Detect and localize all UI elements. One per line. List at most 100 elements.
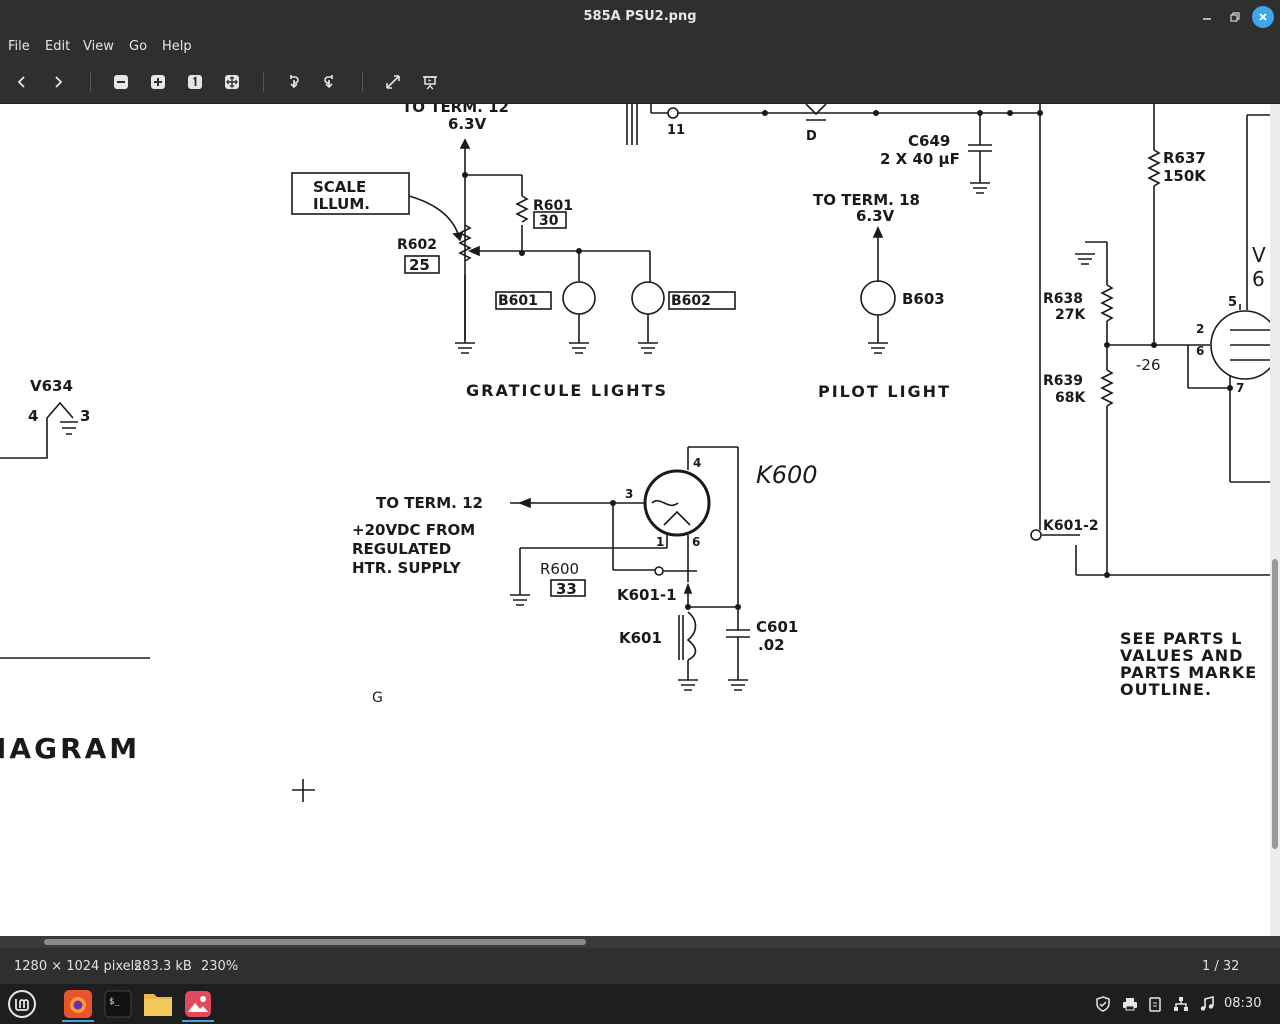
vertical-scroll-thumb[interactable] (1272, 559, 1278, 849)
network-icon[interactable] (1172, 995, 1190, 1013)
label-to-term-12-top: TO TERM. 12 (402, 104, 509, 116)
label-c601-value: .02 (758, 636, 785, 654)
zoom-out-icon[interactable] (109, 70, 133, 94)
page-indicator: 1 / 32 (1202, 959, 1240, 974)
menu-edit[interactable]: Edit (45, 39, 71, 54)
label-regulated: REGULATED (352, 540, 451, 558)
taskbar: $_ 08:30 (0, 984, 1280, 1024)
label-k601-2: K601-2 (1043, 518, 1099, 534)
maximize-icon[interactable] (1224, 6, 1246, 28)
label-see-parts-3: PARTS MARKE (1120, 663, 1257, 682)
label-k601: K601 (619, 629, 662, 647)
label-k600-pin6: 6 (692, 535, 700, 549)
label-see-parts-2: VALUES AND (1120, 646, 1243, 665)
terminal-icon[interactable]: $_ (100, 986, 136, 1022)
minimize-icon[interactable] (1196, 6, 1218, 28)
rotate-left-icon[interactable] (281, 70, 305, 94)
slideshow-icon[interactable] (418, 70, 442, 94)
label-v634-pin3: 3 (80, 407, 90, 425)
label-v-partial: V (1252, 243, 1266, 267)
zoom-fit-icon[interactable] (220, 70, 244, 94)
label-see-parts-1: SEE PARTS L (1120, 629, 1242, 648)
label-c601: C601 (756, 618, 798, 636)
vertical-scrollbar[interactable] (1270, 104, 1280, 936)
label-c649-value: 2 X 40 μF (880, 150, 960, 168)
status-bar: 1280 × 1024 pixels 283.3 kB 230% 1 / 32 (0, 948, 1280, 984)
label-minus-26: -26 (1136, 356, 1161, 374)
menu-file[interactable]: File (8, 39, 30, 54)
files-icon[interactable] (140, 986, 176, 1022)
image-canvas[interactable]: TO TERM. 12 6.3V 11 D C649 2 X 40 μF R63… (0, 104, 1270, 936)
label-r638-value: 27K (1055, 307, 1086, 323)
label-6v3-mid: 6.3V (856, 207, 895, 225)
label-r639: R639 (1043, 373, 1083, 389)
label-r600-value: 33 (556, 580, 577, 598)
label-graticule-lights: GRATICULE LIGHTS (466, 381, 668, 400)
window-title: 585A PSU2.png (583, 9, 697, 24)
label-b602: B602 (671, 293, 711, 309)
label-r601: R601 (533, 198, 573, 214)
label-k600-pin4: 4 (693, 456, 701, 470)
shield-icon[interactable] (1094, 995, 1112, 1013)
horizontal-scroll-thumb[interactable] (44, 939, 586, 945)
menu-help[interactable]: Help (162, 39, 192, 54)
schematic-image: TO TERM. 12 6.3V 11 D C649 2 X 40 μF R63… (0, 104, 1270, 802)
label-pin-7: 7 (1236, 381, 1244, 395)
forward-arrow-icon[interactable] (46, 70, 70, 94)
label-r637: R637 (1163, 149, 1206, 167)
label-6-partial: 6 (1252, 267, 1265, 291)
label-k601-1: K601-1 (617, 586, 677, 604)
mint-menu-icon[interactable] (4, 986, 40, 1022)
toolbar (0, 60, 1280, 104)
label-b601: B601 (498, 293, 538, 309)
label-scale: SCALE (313, 178, 366, 196)
clock[interactable]: 08:30 (1224, 996, 1262, 1011)
printer-icon[interactable] (1121, 995, 1139, 1013)
label-v634-pin4: 4 (28, 407, 38, 425)
toolbar-separator (90, 72, 91, 92)
toolbar-separator (263, 72, 264, 92)
menu-go[interactable]: Go (129, 39, 148, 54)
label-illum: ILLUM. (313, 195, 370, 213)
horizontal-scrollbar[interactable] (0, 936, 1280, 948)
fullscreen-icon[interactable] (381, 70, 405, 94)
label-pin-2: 2 (1196, 322, 1204, 336)
label-r637-value: 150K (1163, 167, 1207, 185)
zoom-in-icon[interactable] (146, 70, 170, 94)
label-r602-value: 25 (409, 256, 430, 274)
label-diagram: IAGRAM (0, 732, 140, 765)
label-pin-5: 5 (1228, 295, 1237, 310)
label-to-term-12-mid: TO TERM. 12 (376, 494, 483, 512)
label-pilot-light: PILOT LIGHT (818, 382, 951, 401)
label-11: 11 (667, 123, 685, 138)
label-g-mark: G (372, 690, 383, 706)
label-k600-pin3: 3 (625, 487, 633, 501)
close-icon[interactable] (1252, 6, 1274, 28)
menu-bar: File Edit View Go Help (0, 34, 1280, 60)
label-r602: R602 (397, 237, 437, 253)
label-k600-pin1: 1 (656, 535, 664, 549)
label-c649: C649 (908, 132, 950, 150)
label-r600: R600 (540, 560, 579, 578)
label-6v3-top: 6.3V (448, 115, 487, 133)
clipboard-icon[interactable] (1146, 995, 1164, 1013)
label-htr-supply: HTR. SUPPLY (352, 559, 462, 577)
rotate-right-icon[interactable] (318, 70, 342, 94)
zoom-1to1-icon[interactable] (183, 70, 207, 94)
label-r639-value: 68K (1055, 390, 1086, 406)
label-see-parts-4: OUTLINE. (1120, 680, 1212, 699)
title-bar: 585A PSU2.png (0, 0, 1280, 34)
back-arrow-icon[interactable] (10, 70, 34, 94)
svg-text:$_: $_ (109, 997, 120, 1007)
label-r638: R638 (1043, 291, 1083, 307)
zoom-level: 230% (201, 959, 239, 974)
image-viewer-icon[interactable] (180, 986, 216, 1022)
label-plus20vdc: +20VDC FROM (352, 521, 475, 539)
label-b603: B603 (902, 290, 945, 308)
label-pin-6: 6 (1196, 344, 1204, 358)
image-dimensions: 1280 × 1024 pixels (14, 959, 141, 974)
menu-view[interactable]: View (83, 39, 114, 54)
music-icon[interactable] (1198, 995, 1216, 1013)
firefox-icon[interactable] (60, 986, 96, 1022)
